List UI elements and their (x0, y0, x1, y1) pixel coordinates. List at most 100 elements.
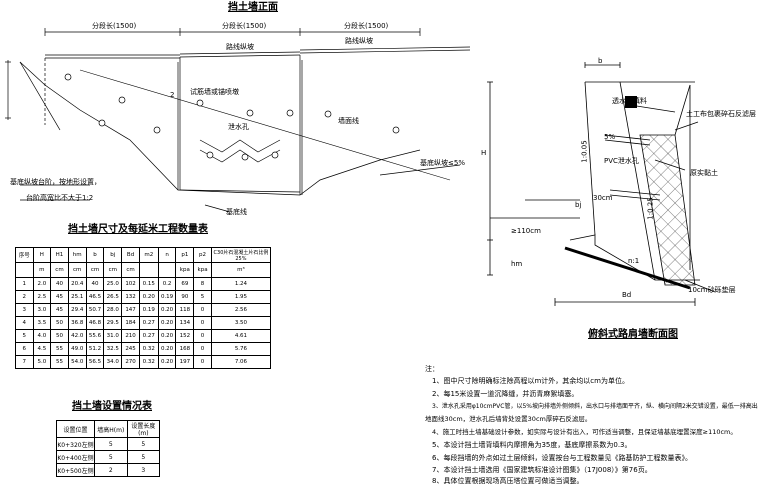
table-cell: 45 (50, 290, 69, 304)
table-cell: 5.76 (210, 342, 272, 356)
col-header: bj (103, 247, 123, 263)
section-view-title: 俯斜式路肩墙断面图 (588, 329, 678, 340)
unit-cell (15, 262, 34, 278)
table-cell: 55 (50, 355, 69, 369)
col-header: n (157, 247, 177, 263)
table-cell: 2 (93, 463, 128, 477)
label-ratio-left: 1:0.05 (580, 140, 589, 163)
note-item-2: 2、每15米设置一道沉降缝，并沥青麻絮填塞。 (432, 390, 579, 398)
segment-label-1: 分段长(1500) (92, 22, 137, 30)
dims-table-title: 挡土墙尺寸及每延米工程数量表 (68, 224, 208, 235)
front-view-drawing (5, 28, 470, 213)
table-cell: 0.20 (157, 316, 177, 330)
drain-label: 泄水孔 (228, 123, 249, 131)
table-cell: 56.5 (85, 355, 105, 369)
label-H: H (481, 149, 487, 157)
dims-header-row: 序号 H H1 hm b bj Bd m2 n p1 p2 C30片石混凝土片石… (15, 247, 272, 263)
table-cell: 2 (15, 290, 34, 304)
setting-header-row: 设置位置 墙高H(m) 设置长度(m) (56, 420, 161, 438)
setting-table-title: 挡土墙设置情况表 (72, 401, 152, 412)
label-110: ≥110cm (511, 227, 541, 235)
unit-cell (138, 262, 159, 278)
table-cell: 40 (85, 277, 105, 291)
table-cell: 3.5 (32, 316, 52, 330)
table-cell: 51.2 (85, 342, 105, 356)
table-cell: 4.0 (32, 329, 52, 343)
table-cell: 40 (50, 277, 69, 291)
label-Bd: Bd (622, 291, 632, 299)
table-cell: 1 (15, 277, 34, 291)
note-item-7: 7、本设计挡土墙选用《国家建筑标准设计图集》（17J008）》第76页。 (432, 466, 652, 474)
label-base: 10cm砂砾垫层 (688, 286, 736, 294)
table-cell: 42.0 (67, 329, 87, 343)
segment-label-2: 分段长(1500) (222, 22, 267, 30)
table-cell: K0+400左侧 (56, 450, 95, 464)
table-cell: 5.0 (32, 355, 52, 369)
col-header: 序号 (15, 247, 34, 263)
col-header: H (32, 247, 52, 263)
table-cell: 270 (121, 355, 140, 369)
table-cell: 5 (126, 437, 161, 451)
table-cell: 0.20 (157, 329, 177, 343)
table-cell: 46.5 (85, 290, 105, 304)
table-cell: 69 (175, 277, 195, 291)
table-cell: 0.20 (157, 342, 177, 356)
table-cell: 0 (193, 303, 212, 317)
label-n: n:1 (628, 257, 640, 265)
unit-cell: kpa (175, 262, 195, 278)
label-pvc: PVC泄水孔 (604, 157, 639, 165)
table-cell: K0+500左侧 (56, 463, 95, 477)
note-item-6: 6、每段挡墙的外点如过土层倾斜，设置按台与工程数量见《路基防护工程数量表》。 (432, 454, 692, 462)
note-item-3b: 地面线30cm，泄水孔后墙背处设置30cm厚碎石反滤层。 (425, 415, 592, 423)
table-cell: 3.0 (32, 303, 52, 317)
table-cell: 28.0 (103, 303, 123, 317)
table-cell: 0 (193, 355, 212, 369)
table-cell: 55 (50, 342, 69, 356)
col-header: m2 (138, 247, 159, 263)
notes-heading: 注： (425, 365, 439, 373)
unit-cell: cm (103, 262, 123, 278)
table-cell: 132 (121, 290, 140, 304)
unit-cell: cm (85, 262, 105, 278)
front-view-title: 挡土墙正面 (228, 2, 278, 13)
table-cell: 0.20 (157, 355, 177, 369)
table-cell: 5 (15, 329, 34, 343)
road-label-1: 路线纵坡 (226, 43, 254, 51)
table-cell: 6 (15, 342, 34, 356)
segment-label-3: 分段长(1500) (344, 22, 389, 30)
table-cell: 45 (50, 303, 69, 317)
label-30cm: 30cm (593, 194, 613, 202)
left-note-2: 台阶高宽比不大于1:2 (26, 194, 94, 202)
col-header: b (85, 247, 105, 263)
table-cell: 0.27 (138, 329, 159, 343)
table-cell: 7.06 (210, 355, 272, 369)
table-cell: 2.0 (32, 277, 52, 291)
table-cell: 2.5 (32, 290, 52, 304)
unit-cell: m³ (210, 262, 272, 278)
col-header: p2 (193, 247, 212, 263)
unit-cell: cm (67, 262, 87, 278)
table-cell: 2.56 (210, 303, 272, 317)
table-cell: 0.15 (138, 277, 159, 291)
note-item-4: 4、施工时挡土墙基础设计参数，如实际与设计有出入，可作适当调整，且保证墙基底埋置… (432, 428, 737, 436)
table-cell: 50 (50, 316, 69, 330)
note-item-3: 3、泄水孔采用φ10cmPVC管，以5%坡向排墙外侧倾斜，出水口与排墙面平齐，纵… (432, 403, 758, 410)
table-cell: 102 (121, 277, 140, 291)
table-cell: 54.0 (67, 355, 87, 369)
dims-unit-row: m cm cm cm cm cm kpa kpa m³ (15, 262, 272, 278)
table-cell: 1.24 (210, 277, 272, 291)
col-header: 墙高H(m) (93, 420, 128, 438)
number-2: 2 (170, 91, 175, 99)
note-item-8: 8、具体位置根据现场高压塔位置可做适当调整。 (432, 477, 584, 485)
table-cell: 0.20 (138, 290, 159, 304)
table-cell: 25.1 (67, 290, 87, 304)
table-cell: 31.0 (103, 329, 123, 343)
table-cell: 134 (175, 316, 195, 330)
table-cell: 5 (93, 437, 128, 451)
table-cell: 29.5 (103, 316, 123, 330)
table-cell: 3.50 (210, 316, 272, 330)
